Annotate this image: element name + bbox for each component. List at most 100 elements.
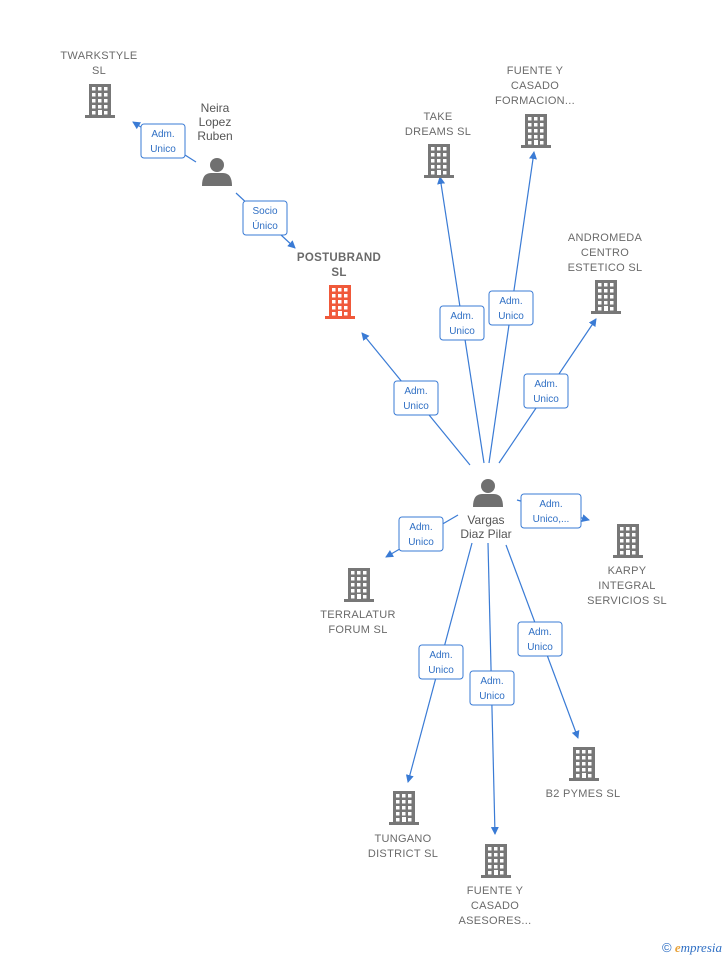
copyright-symbol: © [661, 940, 672, 955]
node-label-line: SERVICIOS SL [587, 595, 667, 607]
node-label-line: FORUM SL [328, 624, 387, 636]
edge-vargas-to-andromeda: Adm. Unico [498, 318, 597, 464]
building-icon[interactable] [85, 84, 115, 118]
edge-label-text: Unico,... [533, 514, 570, 525]
building-icon[interactable] [569, 747, 599, 781]
edge-label-box[interactable] [517, 621, 563, 657]
edge-label-text: Unico [403, 401, 429, 412]
node-label-line: Lopez [199, 115, 232, 129]
edge-label-text: Único [252, 219, 278, 232]
edge-label-box[interactable] [439, 305, 485, 341]
node-b2[interactable]: B2 PYMES SL [546, 747, 621, 800]
node-terralatur[interactable]: TERRALATUR FORUM SL [320, 568, 396, 636]
node-label-line: POSTUBRAND [297, 252, 381, 264]
node-tungano[interactable]: TUNGANO DISTRICT SL [368, 791, 438, 860]
node-label-line: CENTRO [581, 247, 629, 259]
building-icon[interactable] [591, 280, 621, 314]
edge-label-text: Adm. [539, 499, 562, 510]
edge-label-text: Unico [498, 311, 524, 322]
building-icon[interactable] [481, 844, 511, 878]
person-icon[interactable] [202, 158, 232, 186]
node-label-line: TUNGANO [374, 833, 431, 845]
node-label-line: B2 PYMES SL [546, 788, 621, 800]
building-icon[interactable] [521, 114, 551, 148]
node-label-line: KARPY [608, 565, 647, 577]
node-label-line: SL [331, 267, 346, 279]
node-fuente1[interactable]: FUENTE Y CASADO FORMACION... [495, 65, 575, 148]
edge-label-text: Unico [479, 691, 505, 702]
edge-label-box[interactable] [398, 516, 444, 552]
edge-label-box[interactable] [418, 644, 464, 680]
edge-vargas-to-terralatur: Adm. Unico [385, 514, 459, 558]
node-label-line: Neira [201, 101, 230, 115]
building-icon[interactable] [424, 144, 454, 178]
node-label-line: FUENTE Y [507, 65, 564, 77]
person-icon[interactable] [473, 479, 503, 507]
node-label-line: CASADO [471, 900, 519, 912]
node-label-line: ANDROMEDA [568, 232, 643, 244]
edge-label-text: Adm. [429, 650, 452, 661]
brand-initial: e [674, 940, 681, 955]
edge-label-text: Adm. [151, 129, 174, 140]
edge-label-text: Adm. [404, 386, 427, 397]
edge-label-text: Unico [533, 394, 559, 405]
edge-vargas-to-fuente1: Adm.Unico [488, 151, 537, 464]
edge-label-text: Adm. [450, 311, 473, 322]
edge-vargas-to-tungano: Adm. Unico [405, 542, 473, 783]
edge-vargas-to-postubrand: Adm. Unico [361, 332, 471, 466]
node-label-line: Ruben [197, 129, 232, 143]
edge-label-box[interactable] [242, 200, 288, 236]
edge-label-text: Unico [428, 665, 454, 676]
node-take[interactable]: TAKE DREAMS SL [405, 111, 471, 178]
node-label-line: TWARKSTYLE [60, 50, 137, 62]
edge-label-text: Adm. [528, 627, 551, 638]
edge-label-text: Unico [449, 326, 475, 337]
edge-label-text: Adm. [534, 379, 557, 390]
edge-label-text: Unico [527, 642, 553, 653]
edge-label-text: Adm. [480, 676, 503, 687]
empresia-logo: © empresia [662, 940, 722, 956]
building-icon[interactable] [613, 524, 643, 558]
edge-vargas-to-karpy: Adm. Unico,... [516, 493, 590, 529]
edge-neira-to-twarkstyle: Adm. Unico [132, 121, 197, 163]
building-icon[interactable] [325, 285, 355, 319]
node-label-line: TERRALATUR [320, 609, 396, 621]
node-label-line: FUENTE Y [467, 885, 524, 897]
edge-label-box[interactable] [523, 373, 569, 409]
edge-label-text: Adm. [409, 522, 432, 533]
node-label-line: INTEGRAL [598, 580, 655, 592]
node-label-line: CASADO [511, 80, 559, 92]
node-label-line: DISTRICT SL [368, 848, 438, 860]
node-label-line: Vargas [467, 513, 504, 527]
node-label-line: DREAMS SL [405, 126, 471, 138]
edge-label-box[interactable] [140, 123, 186, 159]
edge-label-box[interactable] [520, 493, 582, 529]
building-icon[interactable] [389, 791, 419, 825]
edge-vargas-to-fuente2: Adm. Unico [469, 542, 515, 835]
node-label-line: ASESORES... [459, 915, 532, 927]
edge-label-text: Unico [150, 144, 176, 155]
node-label-line: TAKE [423, 111, 452, 123]
edge-vargas-to-b2: Adm. Unico [505, 544, 580, 739]
node-label-line: ESTETICO SL [568, 262, 643, 274]
node-fuente2[interactable]: FUENTE Y CASADO ASESORES... [459, 844, 532, 927]
edge-label-text: Unico [408, 537, 434, 548]
node-andromeda[interactable]: ANDROMEDA CENTRO ESTETICO SL [568, 232, 643, 314]
building-icon[interactable] [344, 568, 374, 602]
node-twarkstyle[interactable]: TWARKSTYLE SL [60, 50, 137, 118]
edge-label-box[interactable] [488, 290, 534, 326]
node-karpy[interactable]: KARPY INTEGRAL SERVICIOS SL [587, 524, 667, 607]
edge-label-box[interactable] [469, 670, 515, 706]
node-label-line: Diaz Pilar [460, 527, 511, 541]
node-label-line: FORMACION... [495, 95, 575, 107]
edge-label-text: Socio [252, 206, 277, 217]
brand-name: mpresia [680, 940, 722, 955]
edge-vargas-to-take: Adm. Unico [437, 176, 485, 464]
node-postubrand[interactable]: POSTUBRAND SL [297, 252, 381, 319]
edge-label-box[interactable] [393, 380, 439, 416]
node-label-line: SL [92, 65, 106, 77]
